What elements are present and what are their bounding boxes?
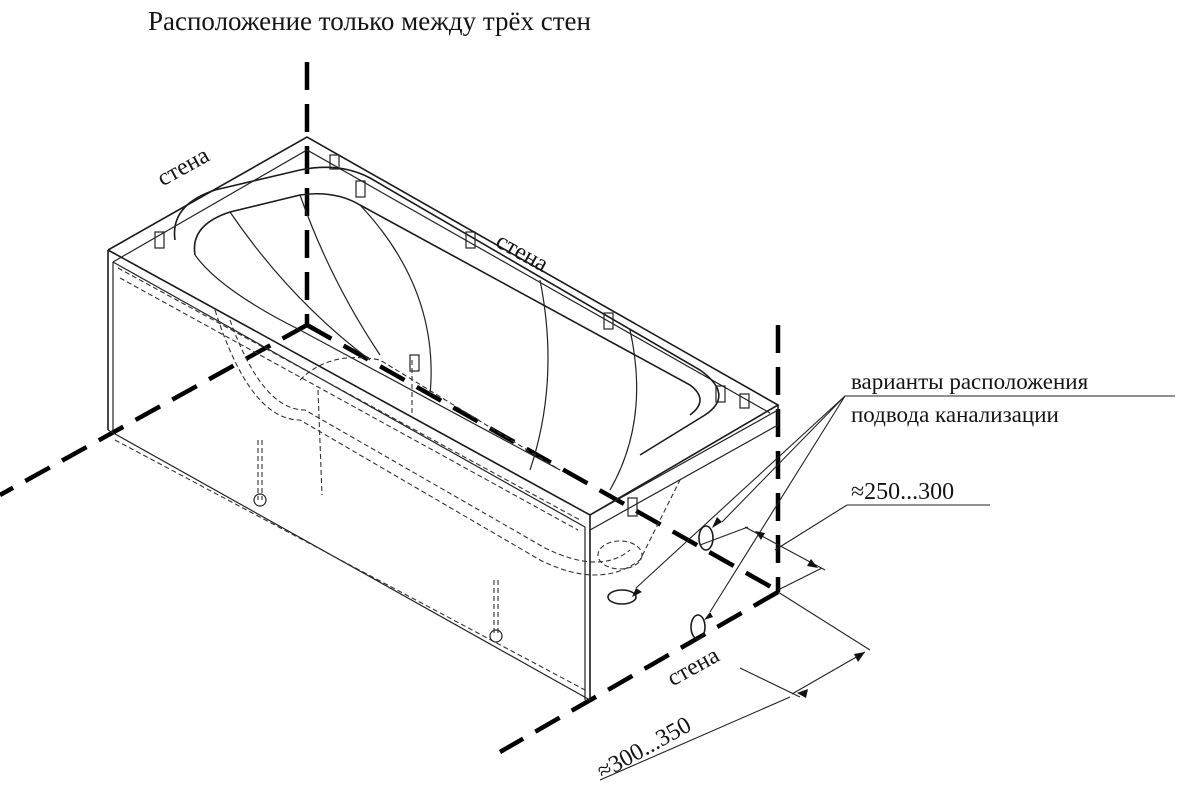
drain-note-line1: варианты расположения — [851, 369, 1089, 394]
dimension-drain-depth — [599, 591, 871, 781]
drain-leader-lines — [632, 395, 1175, 620]
diagram-title: Расположение только между трёх стен — [148, 6, 591, 36]
wall-axis-lines — [0, 62, 782, 754]
dimension-drain-offset — [699, 504, 990, 591]
support-legs — [253, 360, 503, 643]
drain-note-line2: подвода канализации — [851, 402, 1059, 427]
dimension-label-drain-offset: ≈250...300 — [851, 479, 955, 505]
tub-basin — [173, 166, 720, 576]
mounting-clips — [154, 154, 750, 517]
drain-options — [607, 525, 714, 640]
tub-body — [107, 136, 780, 701]
